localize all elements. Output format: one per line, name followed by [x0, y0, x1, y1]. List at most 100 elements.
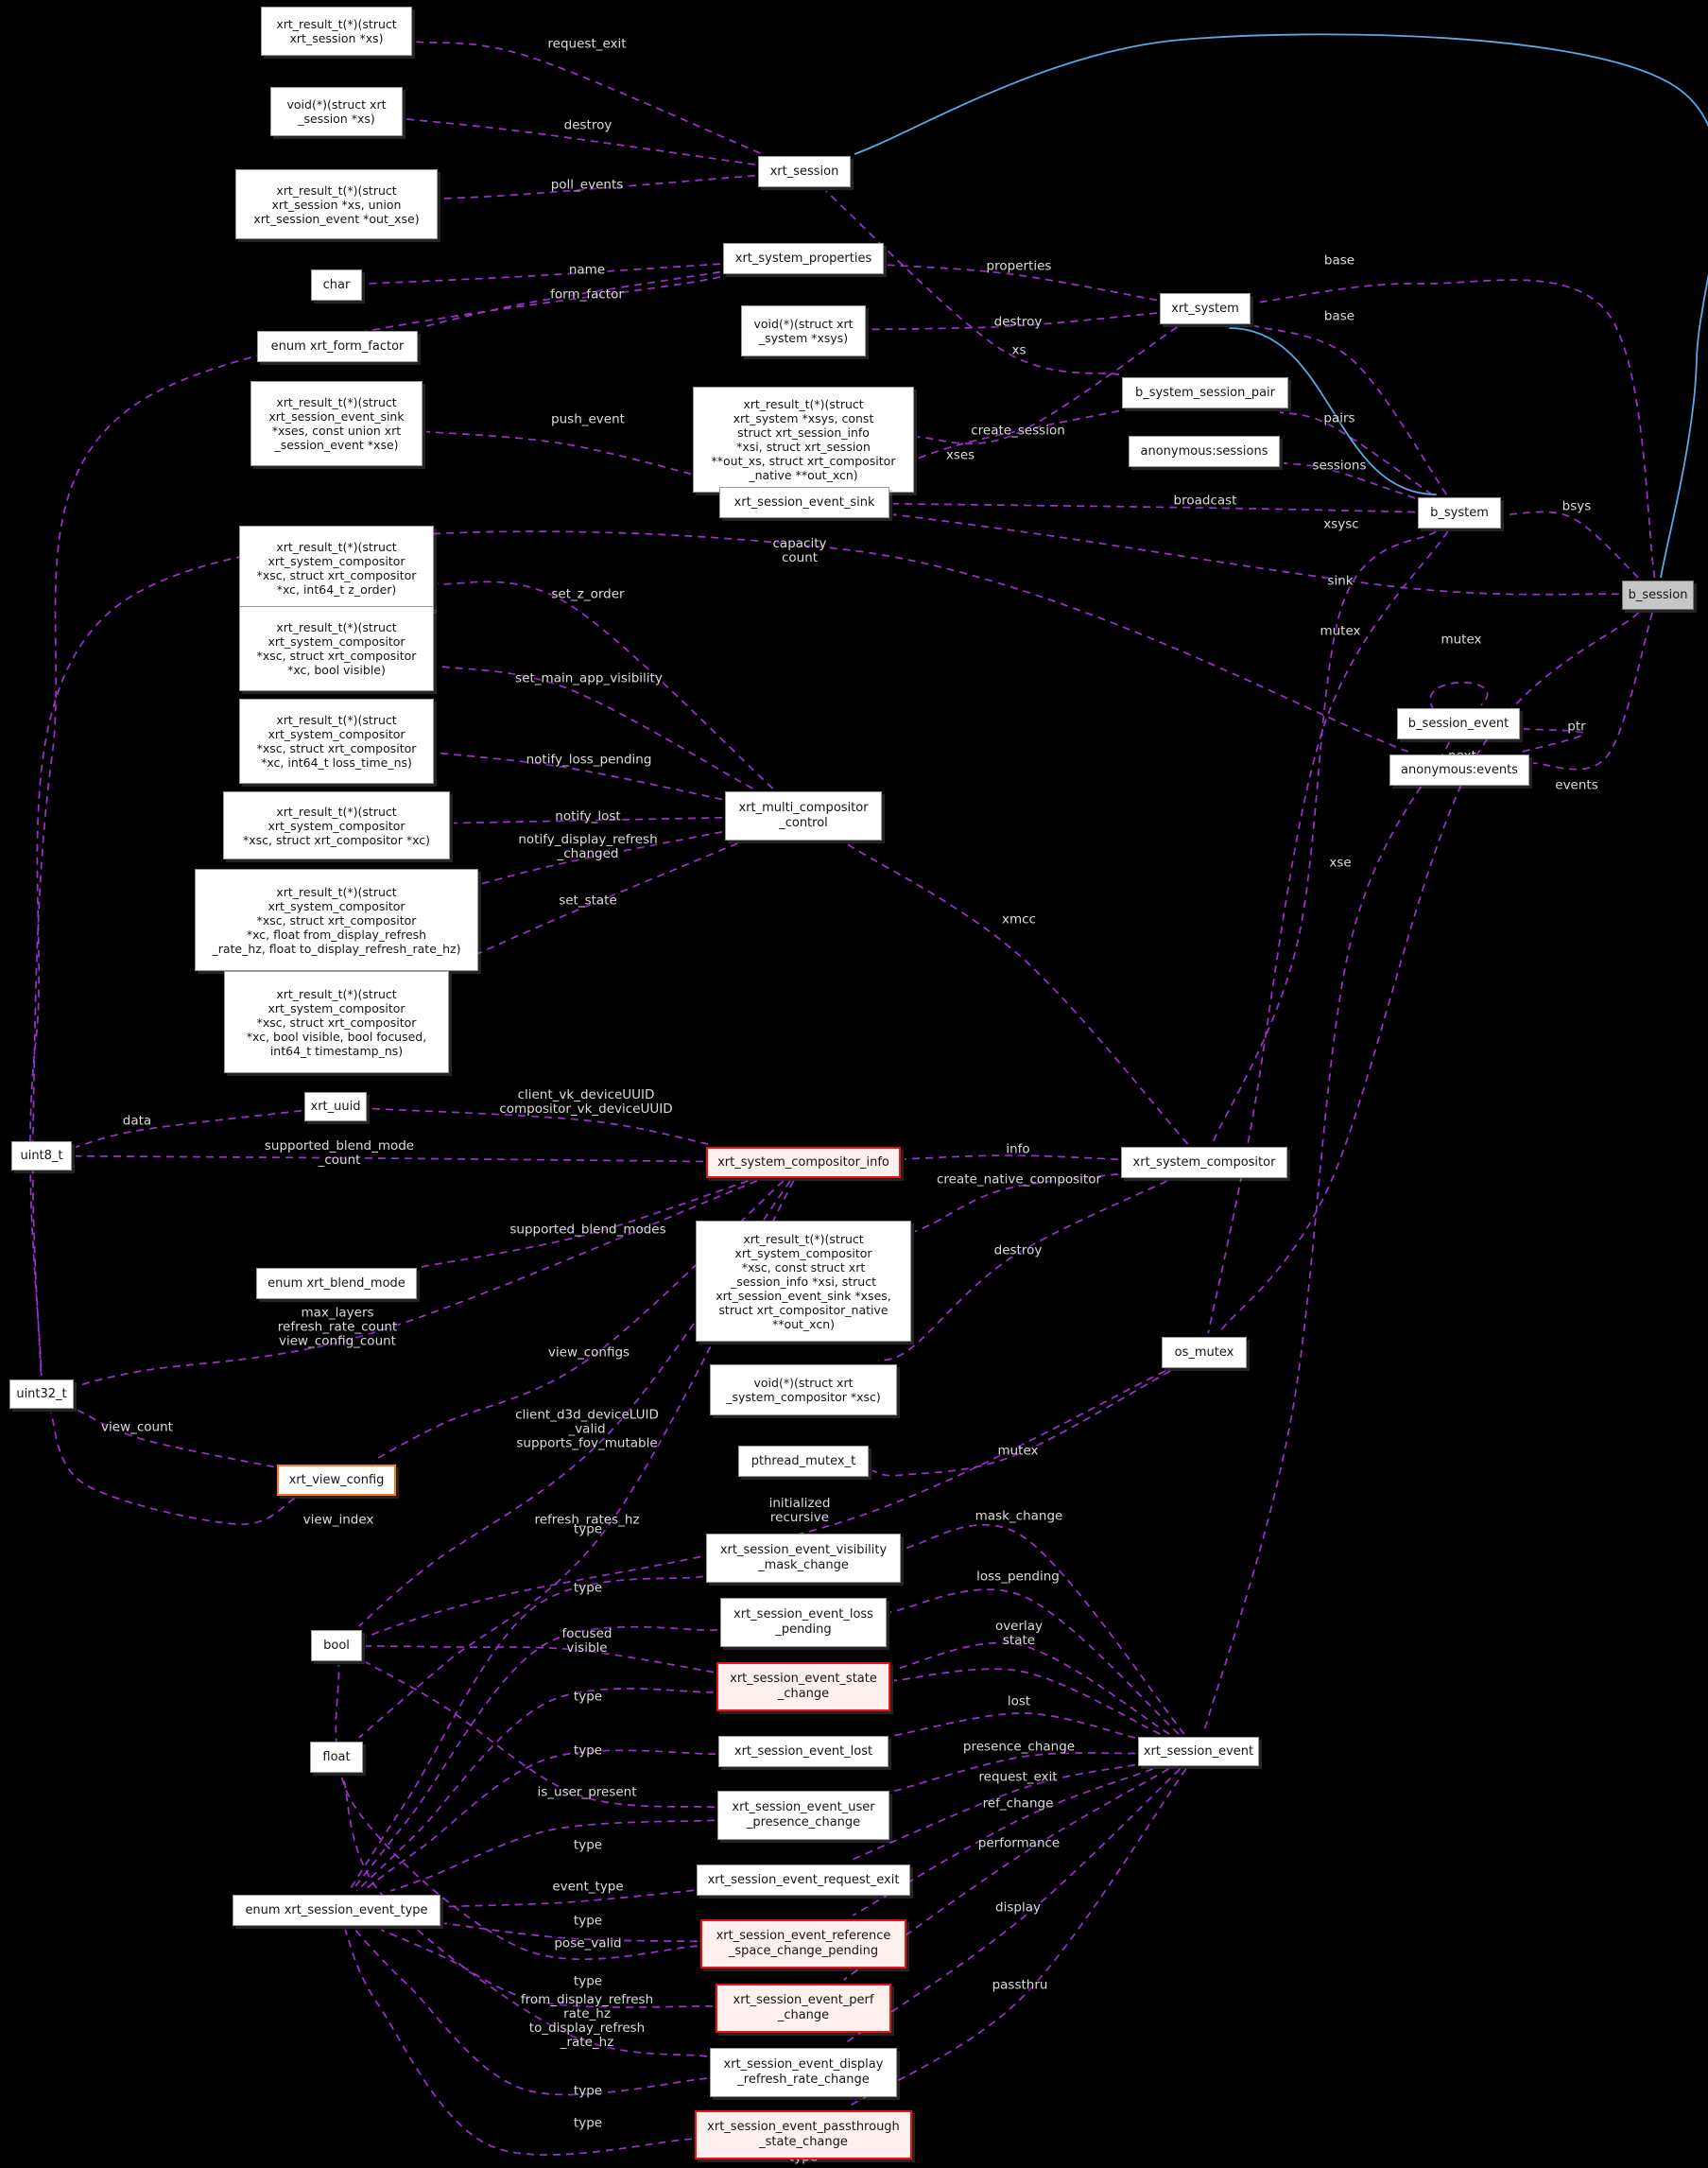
- edge-xrt_session_event-to-ev_user_presence: [892, 1752, 1136, 1793]
- node-text-line: *xsc, struct xrt_compositor *xc): [243, 832, 430, 847]
- edge-ev_state-to-bool: [365, 1645, 715, 1674]
- node-text-line: xrt_multi_compositor: [738, 801, 869, 815]
- node-b-system[interactable]: b_system: [1418, 497, 1501, 529]
- node-ev-user-presence[interactable]: xrt_session_event_user_presence_change: [717, 1791, 889, 1840]
- node-xrt-multi-compositor-control[interactable]: xrt_multi_compositor_control: [725, 791, 882, 841]
- node-text-line: uint8_t: [20, 1148, 63, 1163]
- node-text-line: xrt_system_compositor: [267, 634, 405, 649]
- node-sig-session-destroy[interactable]: void(*)(struct xrt_session *xs): [270, 87, 403, 136]
- node-xrt-system[interactable]: xrt_system: [1160, 293, 1251, 324]
- edge-ev_lost-to-enum_session_event_type: [362, 1749, 716, 1892]
- node-uint8-t[interactable]: uint8_t: [11, 1141, 72, 1171]
- node-text-line: *xc, bool visible, bool focused,: [246, 1029, 427, 1044]
- node-ev-lost[interactable]: xrt_session_event_lost: [718, 1736, 889, 1767]
- node-text-line: xrt_system: [1171, 301, 1239, 316]
- node-b-session[interactable]: b_session: [1622, 581, 1694, 610]
- node-xrt-view-config[interactable]: xrt_view_config: [277, 1465, 396, 1496]
- node-ev-visibility[interactable]: xrt_session_event_visibility_mask_change: [706, 1534, 901, 1583]
- edge-xrt_system_compositor-to-xrt_multi_compositor_control: [847, 843, 1189, 1145]
- edge-ev_display-to-float: [342, 1776, 708, 2057]
- node-uint32-t[interactable]: uint32_t: [9, 1379, 74, 1409]
- node-text-line: *xc, int64_t loss_time_ns): [261, 755, 412, 770]
- node-text-line: xrt_system_compositor: [734, 1245, 872, 1260]
- node-text-line: xrt_result_t(*)(struct: [743, 397, 864, 411]
- edge-xrt_session-to-sig_poll_events: [440, 174, 756, 199]
- node-text-line: void(*)(struct xrt: [753, 317, 854, 331]
- node-xrt-system-properties[interactable]: xrt_system_properties: [723, 243, 884, 274]
- edge-ev_reference-to-enum_session_event_type: [443, 1922, 699, 1943]
- node-text-line: pthread_mutex_t: [750, 1453, 856, 1468]
- node-ev-display[interactable]: xrt_session_event_display_refresh_rate_c…: [710, 2048, 897, 2097]
- node-text-line: os_mutex: [1174, 1344, 1234, 1360]
- node-sig-compositor-destroy[interactable]: void(*)(struct xrt_system_compositor *xs…: [710, 1364, 897, 1415]
- node-enum-blend-mode[interactable]: enum xrt_blend_mode: [256, 1268, 417, 1299]
- node-pthread-mutex-t[interactable]: pthread_mutex_t: [738, 1446, 869, 1477]
- edge-xrt_multi_compositor_control-to-sig_set_main_app_visibility: [437, 665, 753, 789]
- node-xrt-session-event[interactable]: xrt_session_event: [1138, 1737, 1259, 1766]
- node-xrt-system-compositor[interactable]: xrt_system_compositor: [1121, 1147, 1287, 1178]
- node-enum-form-factor[interactable]: enum xrt_form_factor: [257, 331, 418, 362]
- node-ev-perf[interactable]: xrt_session_event_perf_change: [716, 1984, 891, 2033]
- edge-os_mutex-to-pthread_mutex_t: [871, 1370, 1171, 1477]
- edge-ev_state-to-enum_session_event_type: [355, 1688, 715, 1892]
- node-os-mutex[interactable]: os_mutex: [1162, 1337, 1247, 1368]
- edge-xrt_session_event-to-ev_state: [893, 1641, 1170, 1735]
- node-text-line: *xsc, struct xrt_compositor: [256, 649, 417, 663]
- edge-xrt_session_event-to-ev_lost: [891, 1712, 1136, 1739]
- node-text-line: _refresh_rate_change: [737, 2073, 870, 2087]
- node-ev-request-exit[interactable]: xrt_session_event_request_exit: [697, 1864, 910, 1896]
- node-text-line: xrt_session_event_sink: [268, 409, 405, 424]
- node-text-line: xrt_system_compositor: [267, 1000, 405, 1015]
- node-char[interactable]: char: [311, 269, 362, 301]
- node-text-line: uint32_t: [16, 1386, 67, 1401]
- node-float[interactable]: float: [310, 1742, 363, 1773]
- node-ev-passthrough[interactable]: xrt_session_event_passthrough_state_chan…: [695, 2110, 912, 2159]
- node-text-line: xrt_result_t(*)(struct: [276, 540, 397, 554]
- node-text-line: *xsc, struct xrt_compositor: [256, 1015, 417, 1030]
- node-text-line: xrt_session_event_loss: [733, 1607, 873, 1622]
- node-text-line: struct xrt_compositor_native: [718, 1302, 889, 1317]
- edge-ev_user_presence-to-enum_session_event_type: [389, 1819, 716, 1892]
- node-xrt-session[interactable]: xrt_session: [758, 156, 851, 187]
- edge-xrt_system_compositor_info-to-uint8_t: [75, 1154, 704, 1163]
- node-text-line: void(*)(struct xrt: [286, 97, 387, 112]
- node-text-line: xrt_session_event_perf: [733, 1993, 874, 2007]
- node-b-session-event[interactable]: b_session_event: [1397, 708, 1520, 739]
- node-text-line: struct xrt_session_info: [737, 425, 870, 440]
- node-ev-state[interactable]: xrt_session_event_state_change: [716, 1662, 890, 1711]
- node-xrt-system-compositor-info[interactable]: xrt_system_compositor_info: [706, 1147, 901, 1178]
- edge-xrt_system_compositor_info-to-enum_blend_mode: [420, 1180, 749, 1268]
- node-ev-loss-pending[interactable]: xrt_session_event_loss_pending: [720, 1598, 887, 1647]
- node-enum-session-event-type[interactable]: enum xrt_session_event_type: [233, 1895, 440, 1926]
- node-sig-system-destroy[interactable]: void(*)(struct xrt_system *xsys): [741, 305, 866, 356]
- node-ev-reference[interactable]: xrt_session_event_reference_space_change…: [700, 1919, 906, 1969]
- node-bool[interactable]: bool: [311, 1630, 362, 1661]
- edge-b_session-to-xrt_session_event_sink: [892, 513, 1620, 596]
- node-text-line: _change: [777, 1687, 830, 1701]
- node-text-line: xrt_system_compositor_info: [717, 1154, 889, 1170]
- node-text-line: xrt_view_config: [288, 1472, 385, 1487]
- node-text-line: float: [322, 1749, 351, 1764]
- node-anon-sessions[interactable]: anonymous:sessions: [1129, 436, 1280, 467]
- edge-xrt_multi_compositor_control-to-sig_notify_display_refresh: [481, 831, 723, 885]
- node-text-line: int64_t timestamp_ns): [269, 1043, 404, 1058]
- node-anon-events[interactable]: anonymous:events: [1389, 754, 1529, 786]
- node-text-line: xrt_result_t(*)(struct: [276, 620, 397, 634]
- node-text-line: *xc, int64_t z_order): [276, 582, 397, 597]
- node-text-line: xrt_session_event_sink *xses,: [716, 1288, 891, 1303]
- node-b-system-session-pair[interactable]: b_system_session_pair: [1122, 377, 1288, 408]
- node-xrt-uuid[interactable]: xrt_uuid: [304, 1092, 367, 1121]
- node-xrt-session-event-sink[interactable]: xrt_session_event_sink: [719, 487, 889, 518]
